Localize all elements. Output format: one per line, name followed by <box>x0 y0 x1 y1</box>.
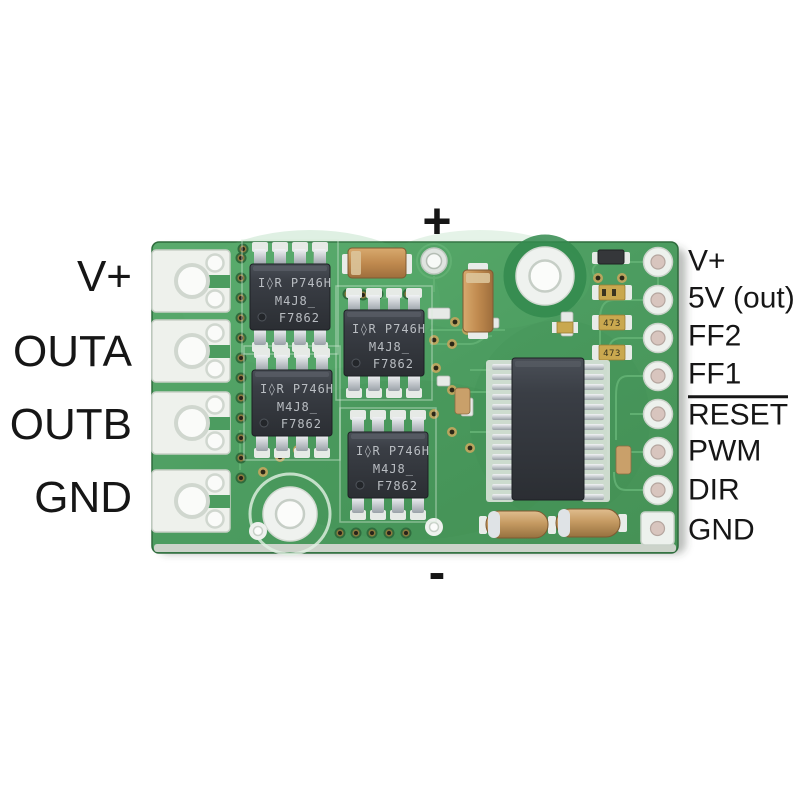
pin-label-reset: RESET <box>688 395 789 431</box>
ic-marking-line3: F7862 <box>377 479 418 493</box>
plated-hole-top <box>420 247 448 275</box>
ic-marking-line1: I◊R P746H <box>260 382 334 396</box>
resistor-code: 473 <box>603 349 621 359</box>
reset-overline-text: RESET <box>688 395 789 431</box>
pad-outb <box>150 390 232 456</box>
smd-resistors-coded: 473 473 <box>552 284 633 361</box>
pin-label-pwm: PWM <box>688 434 762 468</box>
cylinder-cap-bottom-left <box>479 510 556 539</box>
ic-marking-line1: I◊R P746H <box>258 276 332 290</box>
pin-label-5v-out: 5V (out) <box>688 281 795 315</box>
resistor-code: 473 <box>603 319 621 329</box>
ic-marking-line3: F7862 <box>373 357 414 371</box>
plus-terminal-label: + <box>422 192 452 249</box>
pin-label-gnd-right: GND <box>688 513 755 547</box>
smd-resistor-small <box>552 321 578 334</box>
pin-label-outa: OUTA <box>13 326 132 376</box>
header-holes-right <box>640 246 675 546</box>
controller-ic-ssop <box>486 357 610 502</box>
ic-marking-line2: M4J8_ <box>275 294 316 308</box>
pin-label-dir: DIR <box>688 473 740 507</box>
ic-marking-line2: M4J8_ <box>277 400 318 414</box>
pad-gnd <box>150 468 232 534</box>
mounting-hole-top-right <box>503 234 587 318</box>
cylinder-cap-bottom-right <box>555 508 627 538</box>
ic-marking-line3: F7862 <box>281 417 322 431</box>
tantalum-cap-top <box>342 247 412 279</box>
ic-marking-line1: I◊R P746H <box>352 322 426 336</box>
mounting-hole-bottom <box>248 472 332 556</box>
pin-label-gnd-left: GND <box>34 472 132 522</box>
header-hole-gnd-square <box>640 511 675 546</box>
mosfet-ic-2: I◊R P746H M4J8_ F7862 <box>335 285 433 401</box>
pin-label-vplus-right: V+ <box>688 244 726 278</box>
mosfet-ic-4: I◊R P746H M4J8_ F7862 <box>339 407 437 523</box>
pad-vplus <box>150 248 232 314</box>
tantalum-cap-right <box>462 263 494 339</box>
pin-label-ff2: FF2 <box>688 319 742 353</box>
ic-marking-line1: I◊R P746H <box>356 444 430 458</box>
ic-marking-line2: M4J8_ <box>373 462 414 476</box>
minus-terminal-label: - <box>428 543 446 600</box>
ic-marking-line3: F7862 <box>279 311 320 325</box>
mosfet-ic-3: I◊R P746H M4J8_ F7862 <box>243 345 341 461</box>
ic-marking-line2: M4J8_ <box>369 340 410 354</box>
smd-cap-black <box>592 249 630 265</box>
board-bottom-edge <box>154 544 676 552</box>
pad-outa <box>150 318 232 384</box>
pin-label-outb: OUTB <box>9 399 132 449</box>
pin-label-vplus-left: V+ <box>76 251 132 301</box>
mosfet-ic-1: I◊R P746H M4J8_ F7862 <box>241 239 339 355</box>
pin-label-ff1: FF1 <box>688 357 742 391</box>
